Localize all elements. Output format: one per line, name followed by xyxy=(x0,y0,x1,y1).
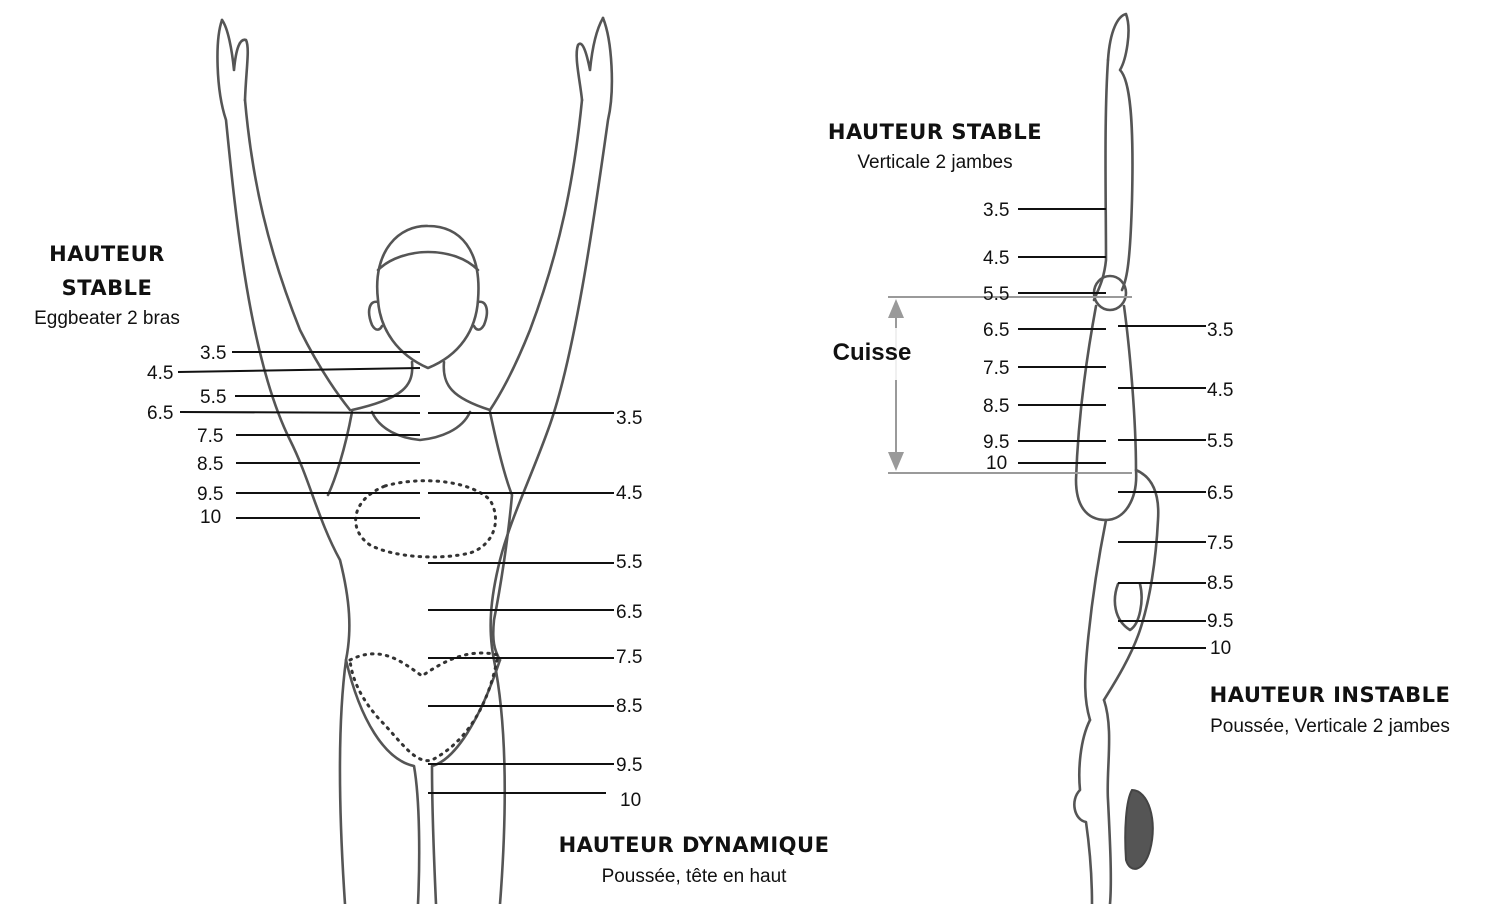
vertical-stable-subtitle: Verticale 2 jambes xyxy=(857,152,1012,173)
vertical-right-label-6.5: 6.5 xyxy=(1207,483,1233,504)
front-left-label-5.5: 5.5 xyxy=(200,387,226,408)
front-stable-title-line1: HAUTEUR xyxy=(49,242,165,266)
vertical-left-scale: 3.5 4.5 5.5 6.5 7.5 8.5 9.5 10 xyxy=(983,200,1106,474)
front-right-label-10: 10 xyxy=(620,790,641,811)
lower-back-line xyxy=(1104,700,1111,904)
front-right-scale: 3.5 4.5 5.5 6.5 7.5 8.5 9.5 10 xyxy=(428,408,642,811)
front-swimmer-outline xyxy=(217,18,611,904)
front-left-tick-4.5 xyxy=(178,368,420,372)
left-hand xyxy=(222,20,248,100)
vertical-left-label-6.5: 6.5 xyxy=(983,320,1009,341)
vertical-right-label-10: 10 xyxy=(1210,638,1231,659)
front-swimsuit-dotted xyxy=(350,481,498,761)
thigh xyxy=(1076,306,1136,520)
swim-cap-line xyxy=(378,252,478,270)
thigh-label: Cuisse xyxy=(833,339,912,366)
vertical-left-label-10: 10 xyxy=(986,453,1007,474)
front-right-label-3.5: 3.5 xyxy=(616,408,642,429)
right-leg xyxy=(432,660,500,904)
vertical-swimmer-outline xyxy=(1074,14,1158,904)
right-torso-line xyxy=(490,412,512,660)
vertical-unstable-title: HAUTEUR INSTABLE xyxy=(1210,683,1451,707)
front-stable-title-line2: STABLE xyxy=(62,276,153,300)
cap-shadow xyxy=(1125,790,1153,869)
front-stable-subtitle: Eggbeater 2 bras xyxy=(34,308,180,329)
vertical-right-label-9.5: 9.5 xyxy=(1207,611,1233,632)
front-dynamic-subtitle: Poussée, tête en haut xyxy=(602,866,788,887)
front-dynamic-title: HAUTEUR DYNAMIQUE xyxy=(559,833,830,857)
front-right-label-5.5: 5.5 xyxy=(616,552,642,573)
vertical-left-label-5.5: 5.5 xyxy=(983,284,1009,305)
vertical-left-label-4.5: 4.5 xyxy=(983,248,1009,269)
bracket-arrow-down xyxy=(888,452,904,471)
vertical-right-label-3.5: 3.5 xyxy=(1207,320,1233,341)
front-right-label-9.5: 9.5 xyxy=(616,755,642,776)
front-left-label-4.5: 4.5 xyxy=(147,363,173,384)
vertical-left-label-9.5: 9.5 xyxy=(983,432,1009,453)
left-torso-line xyxy=(328,412,352,495)
vertical-left-label-7.5: 7.5 xyxy=(983,358,1009,379)
front-left-label-6.5: 6.5 xyxy=(147,403,173,424)
vertical-right-label-8.5: 8.5 xyxy=(1207,573,1233,594)
bracket-arrow-up xyxy=(888,299,904,318)
vertical-right-label-4.5: 4.5 xyxy=(1207,380,1233,401)
left-leg xyxy=(346,660,419,904)
front-left-label-8.5: 8.5 xyxy=(197,454,223,475)
front-right-label-4.5: 4.5 xyxy=(616,483,642,504)
front-left-label-7.5: 7.5 xyxy=(197,426,223,447)
front-left-label-10: 10 xyxy=(200,507,221,528)
vertical-left-label-8.5: 8.5 xyxy=(983,396,1009,417)
front-right-label-6.5: 6.5 xyxy=(616,602,642,623)
front-left-tick-6.5 xyxy=(180,412,420,413)
head xyxy=(377,226,478,368)
vertical-left-label-3.5: 3.5 xyxy=(983,200,1009,221)
lower-front-line xyxy=(1074,720,1092,904)
vertical-right-label-5.5: 5.5 xyxy=(1207,431,1233,452)
front-right-label-8.5: 8.5 xyxy=(616,696,642,717)
left-arm-inner xyxy=(245,100,350,410)
front-left-scale: 3.5 4.5 5.5 6.5 7.5 8.5 9.5 10 xyxy=(147,343,420,528)
front-right-label-7.5: 7.5 xyxy=(616,647,642,668)
right-arm-outer xyxy=(491,18,612,904)
front-left-label-9.5: 9.5 xyxy=(197,484,223,505)
foot-front xyxy=(1108,14,1133,290)
chest-curve xyxy=(1115,584,1142,630)
front-left-label-3.5: 3.5 xyxy=(200,343,226,364)
vertical-unstable-subtitle: Poussée, Verticale 2 jambes xyxy=(1210,716,1450,737)
vertical-right-label-7.5: 7.5 xyxy=(1207,533,1233,554)
back-line xyxy=(1104,470,1158,700)
vertical-stable-title: HAUTEUR STABLE xyxy=(828,120,1042,144)
front-line xyxy=(1085,520,1106,720)
foot-back xyxy=(1094,60,1108,300)
right-hand xyxy=(577,18,603,100)
